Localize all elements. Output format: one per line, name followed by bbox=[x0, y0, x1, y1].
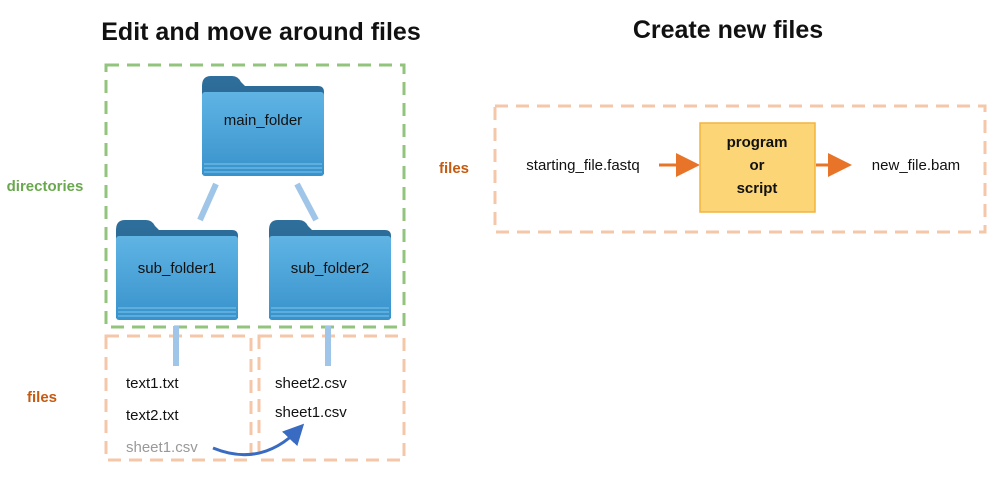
process-line-or: or bbox=[750, 157, 765, 174]
connector-main-sub1 bbox=[197, 182, 219, 222]
connector-main-sub2 bbox=[294, 182, 319, 222]
file-sheet1-moved: sheet1.csv bbox=[275, 404, 347, 421]
sub-folder1-icon bbox=[116, 220, 238, 320]
main-folder-icon bbox=[202, 76, 324, 176]
main-folder-label: main_folder bbox=[224, 112, 302, 129]
process-box bbox=[699, 122, 816, 213]
left-panel-title: Edit and move around files bbox=[101, 18, 421, 46]
process-line-program: program bbox=[727, 134, 788, 151]
move-arrow bbox=[212, 423, 305, 457]
file-sheet1-original: sheet1.csv bbox=[126, 439, 198, 456]
sub-folder2-label: sub_folder2 bbox=[291, 260, 369, 277]
directories-box bbox=[104, 63, 406, 329]
file-text1: text1.txt bbox=[126, 375, 179, 392]
create-files-box bbox=[493, 104, 987, 234]
sub-folder2-icon bbox=[269, 220, 391, 320]
process-line-script: script bbox=[737, 180, 778, 197]
files-label-right: files bbox=[439, 160, 469, 177]
file-sheet2: sheet2.csv bbox=[275, 375, 347, 392]
files-label-left: files bbox=[27, 389, 57, 406]
file-text2: text2.txt bbox=[126, 407, 179, 424]
input-file-label: starting_file.fastq bbox=[526, 157, 639, 174]
sub-folder1-label: sub_folder1 bbox=[138, 260, 216, 277]
right-panel-title: Create new files bbox=[633, 16, 823, 44]
files-box-sub2 bbox=[257, 334, 406, 462]
output-file-label: new_file.bam bbox=[872, 157, 960, 174]
directories-label: directories bbox=[7, 178, 84, 195]
